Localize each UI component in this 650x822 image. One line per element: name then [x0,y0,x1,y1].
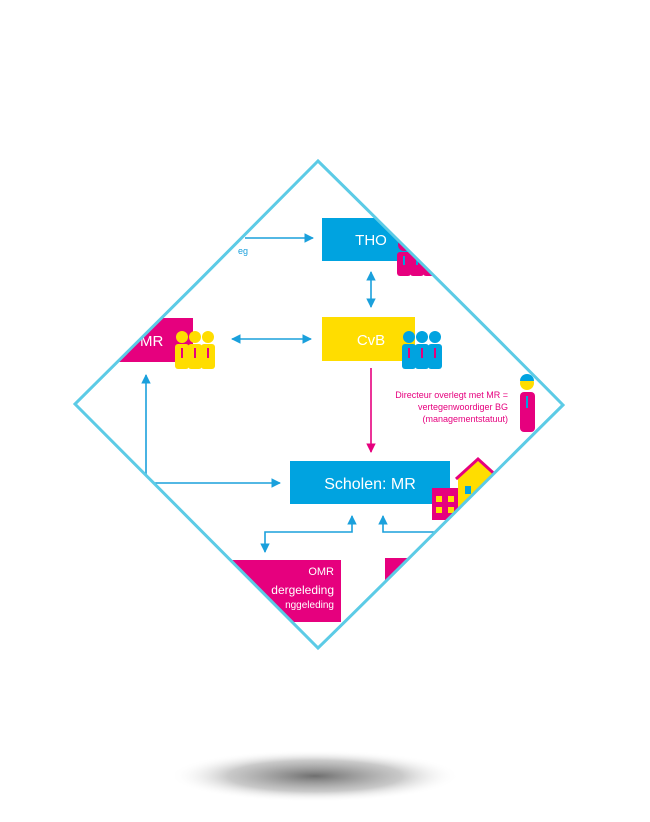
omr-title: OMR [308,566,334,578]
scholen-mr-label: Scholen: MR [324,476,416,493]
gmr-label: MR [140,333,163,350]
cvb-label: CvB [357,332,385,349]
tho-label: THO [355,232,387,249]
drop-shadow [170,750,460,802]
annotation-line3: (managementstatuut) [422,414,508,424]
top-left-fragment-text: eg [238,246,248,256]
annotation-line1: Directeur overlegt met MR = [395,390,508,400]
omr-line2: dergeleding [271,583,334,597]
cvb-people-icon [402,331,442,369]
gmr-people-icon [175,331,215,369]
arrow-scholen-omr [260,515,357,553]
secondary-box [385,558,465,624]
annotation-line2: vertegenwoordiger BG [418,402,508,412]
diamond-frame-outline [72,158,566,651]
cvb-box [322,317,415,361]
director-person-icon [520,374,535,432]
scholen-mr-box [290,461,450,504]
omr-line3: nggeleding [285,600,334,611]
